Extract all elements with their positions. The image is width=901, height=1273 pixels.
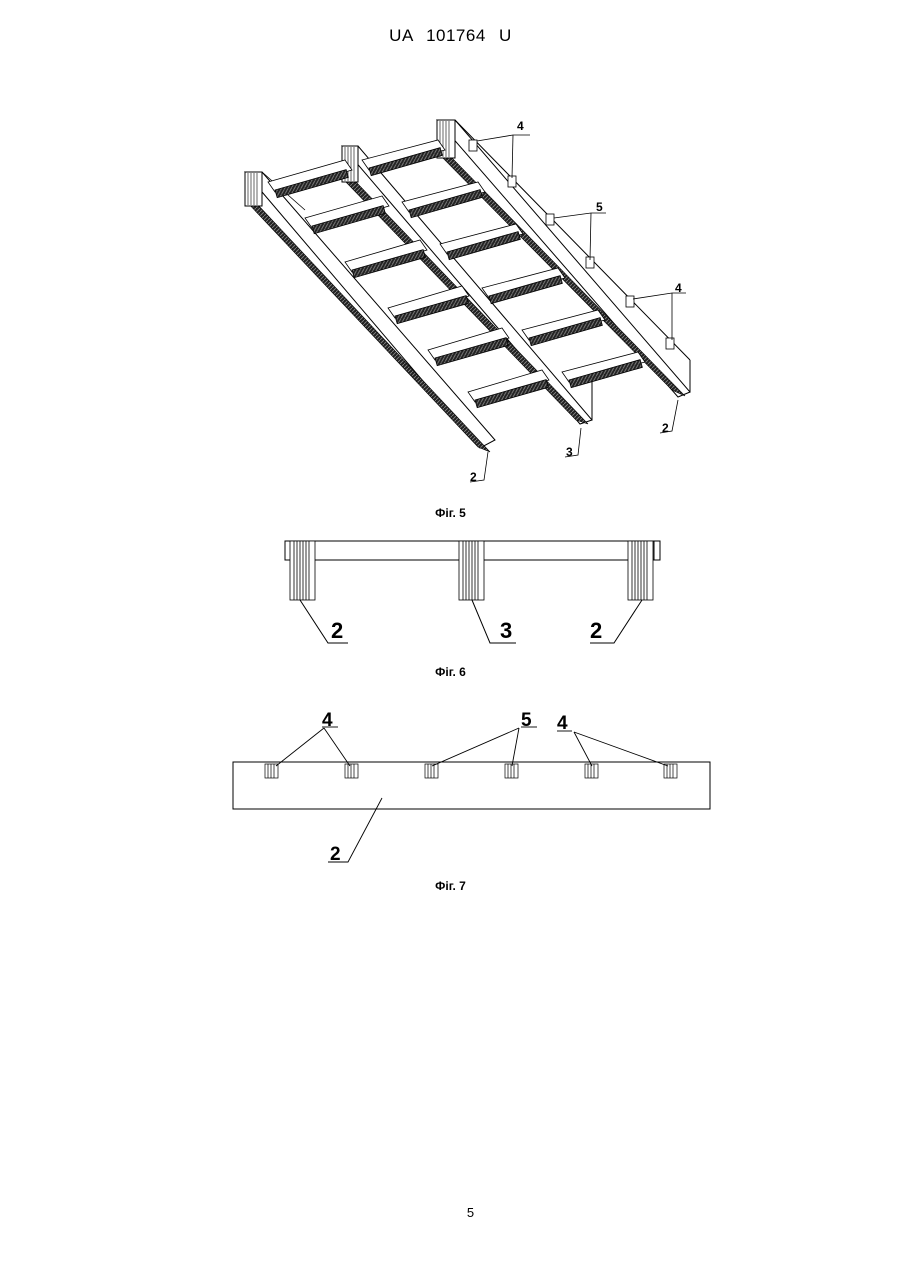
fig5-label-5: 5 xyxy=(596,200,603,214)
figure-7-caption: Фіг. 7 xyxy=(0,879,901,893)
figure-5-caption: Фіг. 5 xyxy=(0,506,901,520)
figure-6-caption: Фіг. 6 xyxy=(0,665,901,679)
fig5-label-4-top: 4 xyxy=(517,119,524,133)
fig5-label-2-right: 2 xyxy=(662,421,669,435)
fig5-label-2-left: 2 xyxy=(470,470,477,484)
fig5-label-4-right: 4 xyxy=(675,281,682,295)
fig5-runner-right xyxy=(437,120,690,397)
fig5-label-3: 3 xyxy=(566,445,573,459)
page-number: 5 xyxy=(0,1205,901,1220)
